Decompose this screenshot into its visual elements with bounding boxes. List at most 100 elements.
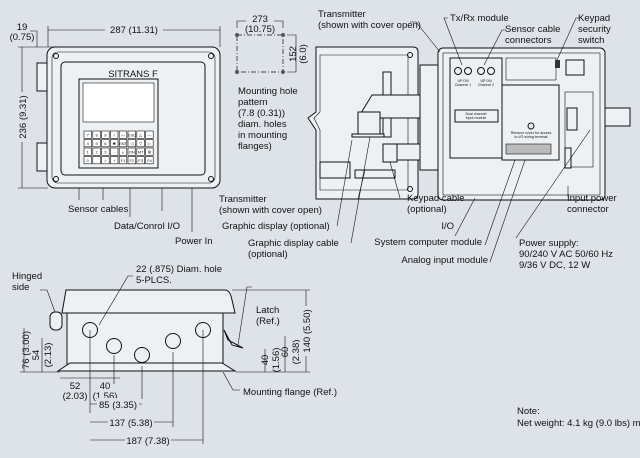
pattern-caption: (7.8 (0.31)) xyxy=(238,108,285,119)
label-latch: (Ref.) xyxy=(256,316,280,327)
svg-text:±: ± xyxy=(122,149,125,154)
dim-gap xyxy=(105,24,163,36)
label-system-computer: System computer module xyxy=(374,237,482,248)
svg-text:8: 8 xyxy=(95,132,98,137)
keypad-key: — xyxy=(118,130,128,139)
keypad-key: / xyxy=(110,130,119,139)
enclosure-inner-edge xyxy=(51,51,216,184)
svg-text:⊞: ⊞ xyxy=(148,149,151,154)
svg-text:=: = xyxy=(104,158,107,163)
cable-hole xyxy=(134,347,150,363)
label-power-supply: 90/240 V AC 50/60 Hz xyxy=(519,249,613,260)
hinge-bottom xyxy=(36,142,48,172)
svg-text:/: / xyxy=(114,132,116,137)
keypad-key: + xyxy=(110,156,119,165)
dim-leader xyxy=(30,30,38,47)
dim-gap xyxy=(300,306,312,356)
remove-cover-text: to I/O wiring terminal xyxy=(515,135,548,139)
height-dim: 236 (9.31) xyxy=(18,95,29,138)
dim-leader xyxy=(236,20,246,28)
cable-holes xyxy=(82,322,211,363)
svg-text:4: 4 xyxy=(87,141,90,146)
label-power-supply: Power supply: xyxy=(519,238,579,249)
screw-icon xyxy=(527,122,535,130)
ch1-label: Channel 1 xyxy=(455,83,471,87)
dim-gap xyxy=(125,434,171,445)
label-power-supply: 9/36 V DC, 12 W xyxy=(519,260,590,271)
cover-inner xyxy=(313,54,409,191)
side-lid xyxy=(61,289,236,314)
pattern-caption: in mounting xyxy=(238,130,287,141)
connector-icon xyxy=(477,67,485,75)
keypad-key: ENT xyxy=(118,139,128,148)
label-keypad-cable: Keypad cable xyxy=(407,193,465,204)
svg-text:F1: F1 xyxy=(121,158,126,163)
hinge xyxy=(419,64,441,171)
dim-140: 140 (5.50) xyxy=(302,309,313,352)
pattern-caption: Mounting hole xyxy=(238,86,298,97)
power-board xyxy=(564,91,594,168)
label-input-power: connector xyxy=(567,204,609,215)
note-weight: Net weight: 4.1 kg (9.0 lbs) max. xyxy=(517,418,640,429)
keypad-key: ESC xyxy=(128,130,136,139)
graphic-display xyxy=(357,111,381,135)
label-input-power: Input power xyxy=(567,193,617,204)
io-terminal xyxy=(505,143,552,155)
dual-module-label xyxy=(454,109,499,123)
dim-leader xyxy=(274,20,284,28)
svg-text:△: △ xyxy=(139,132,143,137)
svg-text:3: 3 xyxy=(104,149,107,154)
keypad-key: 2 xyxy=(92,147,101,156)
svg-text:—: — xyxy=(121,132,125,137)
svg-text:F4: F4 xyxy=(147,158,152,163)
label-hinged-side: side xyxy=(12,282,29,293)
note-title: Note: xyxy=(517,406,540,417)
hole-icon xyxy=(235,70,239,74)
label-graphic-cable: Graphic display cable xyxy=(248,238,339,249)
svg-text:6: 6 xyxy=(104,141,107,146)
hole-icon xyxy=(281,33,285,37)
label-data-io: Data/Conrol I/O xyxy=(114,221,180,232)
keypad-key: F1 xyxy=(118,156,128,165)
svg-text:—: — xyxy=(147,132,151,137)
connector-icon xyxy=(454,67,462,75)
side-hinge xyxy=(49,311,63,331)
keypad-key: △ xyxy=(136,130,145,139)
svg-text:MT: MT xyxy=(138,149,144,154)
label-keypad-switch: Keypad xyxy=(578,13,610,24)
dim-gap xyxy=(97,398,139,409)
label-transmitter-left: (shown with cover open) xyxy=(219,205,322,216)
screw-icon xyxy=(208,176,214,182)
remove-cover-text: Remove cover for access xyxy=(511,131,552,135)
dim-leader xyxy=(287,34,297,73)
label-sensor-connectors: connectors xyxy=(505,35,552,46)
dim-r40: 40 xyxy=(260,355,271,366)
connector-icon xyxy=(464,67,472,75)
dim-137: 137 (5.38) xyxy=(109,418,152,429)
fuse xyxy=(566,107,578,131)
keypad-key: . xyxy=(92,156,101,165)
label-mounting-flange: Mounting flange (Ref.) xyxy=(243,387,337,398)
dim-54: 54 xyxy=(31,350,42,361)
keypad-key: ⊞ xyxy=(145,147,154,156)
dim-52-in: (2.03) xyxy=(63,391,88,402)
svg-text:F3: F3 xyxy=(138,158,143,163)
keypad-security-switch xyxy=(555,60,560,68)
screw-icon xyxy=(53,53,59,59)
svg-text:9: 9 xyxy=(104,132,107,137)
screw-icon xyxy=(407,52,413,58)
cable-arrows xyxy=(78,188,193,232)
cable-gland xyxy=(604,107,631,127)
pattern-width-dim-in: (10.75) xyxy=(245,24,275,35)
dim-187: 187 (7.38) xyxy=(126,436,169,447)
keypad-key: F2 xyxy=(127,156,136,165)
label-sensor-cables: Sensor cables xyxy=(68,204,128,215)
width-dim: 287 (11.31) xyxy=(110,25,158,36)
dim-r60: 60 xyxy=(280,347,291,358)
mounting-hole-pattern: 273 (10.75) 152 (6.0) Mounting hole patt… xyxy=(235,14,309,152)
keypad-key: 0 xyxy=(83,156,92,165)
ch2-label: Channel 2 xyxy=(478,83,494,87)
svg-text:+: + xyxy=(113,158,116,163)
